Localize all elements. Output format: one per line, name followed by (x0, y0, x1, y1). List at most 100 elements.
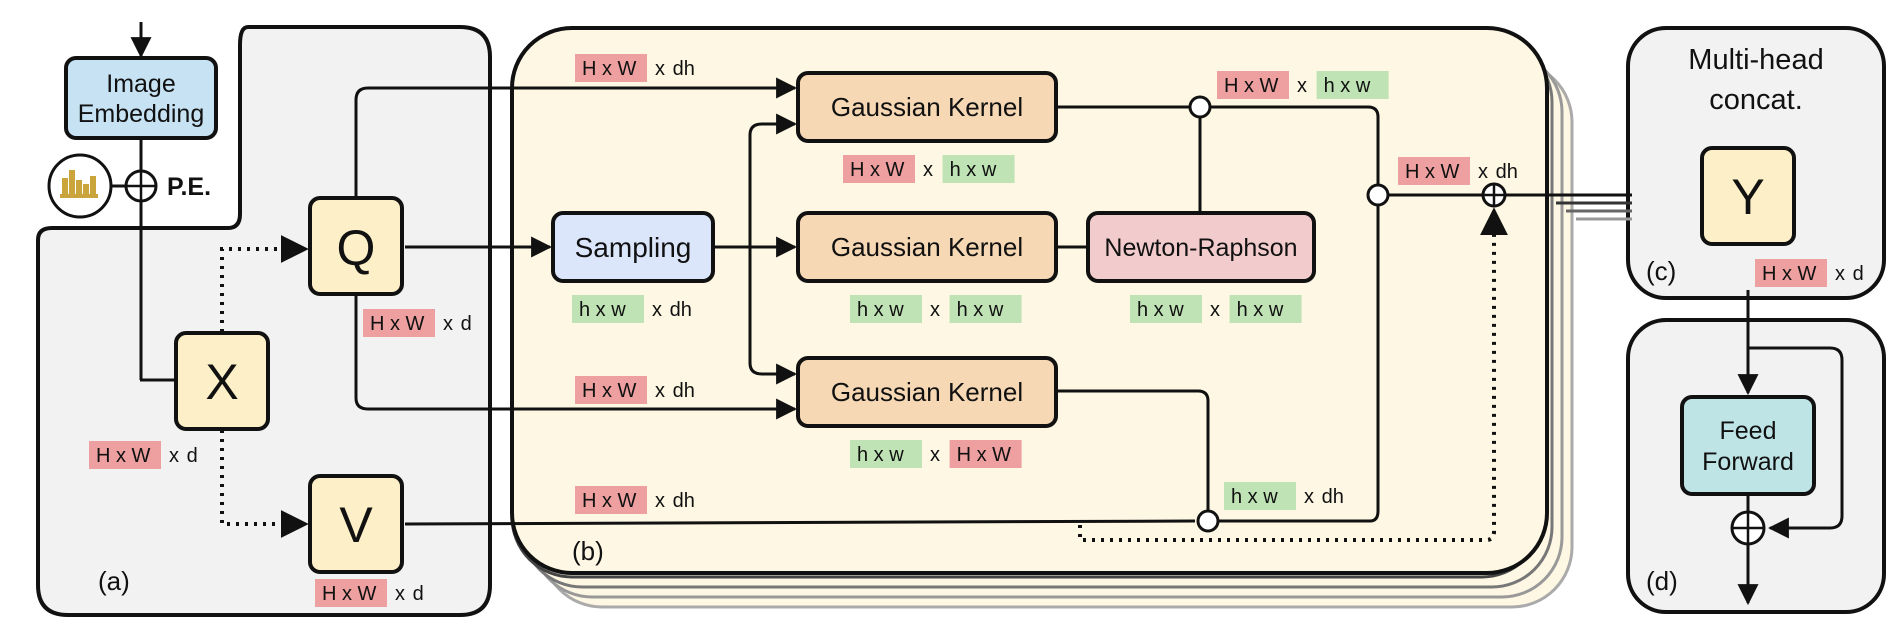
dim-top-junction-b: h x w (1324, 75, 1371, 97)
dim-top-junction-a-highlight (1217, 71, 1289, 99)
sampling-label: Sampling (575, 232, 692, 263)
dim-sampling-out-b: dh (670, 299, 692, 321)
sampling-node (551, 211, 715, 283)
gk-mid-node (796, 211, 1058, 283)
panel-d-label: (d) (1646, 566, 1678, 596)
dim-gk-top-out-b: h x w (950, 159, 997, 181)
dim-q-top-a: H x W (582, 58, 637, 80)
dim-merge-b: dh (1496, 161, 1518, 183)
dim-sampling-out-a-highlight (572, 295, 644, 323)
dim-merge-a: H x W (1405, 161, 1460, 183)
dim-gk-top-out-a-highlight (843, 155, 915, 183)
sampling-to-gk-top-arrow (748, 113, 798, 247)
sampling-to-gk-bot-arrow (748, 247, 798, 385)
dim-newton-out-a: h x w (1137, 299, 1184, 321)
dim-v-line-sep: x (655, 490, 665, 512)
dim-gk-mid-out-a-highlight (850, 295, 922, 323)
gk-bot-node (796, 356, 1058, 428)
panel-b-background (510, 26, 1549, 575)
panel-b-label: (b) (572, 536, 604, 566)
gk-top-node (796, 71, 1058, 143)
gk-bot-to-v-junction-line (1057, 389, 1210, 510)
dim-v-line-a: H x W (582, 490, 637, 512)
dim-newton-out-sep: x (1210, 299, 1220, 321)
dim-merge-sep: x (1478, 161, 1488, 183)
panel-c-label: (c) (1646, 256, 1676, 286)
y-label: Y (1731, 169, 1764, 225)
dim-gk-bot-out-a: h x w (857, 444, 904, 466)
v-label: V (339, 497, 373, 553)
dim-v-line-a-highlight (575, 486, 647, 514)
multihead-label-2: concat. (1709, 84, 1803, 116)
dim-v-out-a-highlight (315, 579, 387, 607)
feedforward-label-1: Feed (1720, 417, 1777, 445)
dim-v-line-b: dh (673, 490, 695, 512)
junction-top (1188, 95, 1212, 119)
multihead-label-1: Multi-head (1688, 44, 1823, 76)
dim-q-bot-sep: x (655, 380, 665, 402)
dim-v-junction-sep: x (1304, 486, 1314, 508)
dim-v-out-b: d (413, 583, 424, 605)
dim-y-out-a-highlight (1755, 259, 1827, 287)
residual-plus-icon (1481, 182, 1507, 208)
image-embedding-label-1: Image (106, 70, 175, 98)
skip-connection-arrow (1748, 346, 1844, 539)
gk-bot-label: Gaussian Kernel (831, 377, 1023, 407)
gk-top-label: Gaussian Kernel (831, 92, 1023, 122)
dim-gk-mid-out-sep: x (930, 299, 940, 321)
dim-y-out-a: H x W (1762, 263, 1817, 285)
gk-mid-label: Gaussian Kernel (831, 232, 1023, 262)
dim-q-bot-b: dh (673, 380, 695, 402)
junction-v (1196, 509, 1220, 533)
dim-sampling-out-a: h x w (579, 299, 626, 321)
dim-gk-top-out-b-highlight (942, 155, 1015, 183)
dim-q-top-a-highlight (575, 54, 647, 82)
dim-newton-out-b-highlight (1229, 295, 1302, 323)
x-node (174, 331, 270, 431)
dim-gk-mid-out-a: h x w (857, 299, 904, 321)
dim-v-out-a: H x W (322, 583, 377, 605)
dim-x-out-sep: x (169, 445, 179, 467)
dim-newton-out-a-highlight (1130, 295, 1202, 323)
dim-gk-bot-out-sep: x (930, 444, 940, 466)
dim-sampling-out-sep: x (652, 299, 662, 321)
dim-gk-mid-out-b: h x w (957, 299, 1004, 321)
x-to-q-dotted-arrow (220, 235, 309, 332)
dim-gk-top-out-sep: x (923, 159, 933, 181)
dim-gk-mid-out-b-highlight (949, 295, 1022, 323)
dim-merge-a-highlight (1398, 157, 1470, 185)
dim-x-out-b: d (187, 445, 198, 467)
junction-right (1366, 183, 1390, 207)
feedforward-node (1680, 395, 1816, 496)
q-node (308, 196, 404, 296)
dim-gk-bot-out-a-highlight (850, 440, 922, 468)
dim-q-out-b: d (461, 313, 472, 335)
pe-label: P.E. (167, 173, 211, 201)
dim-top-junction-b-highlight (1316, 71, 1389, 99)
dim-top-junction-sep: x (1297, 75, 1307, 97)
newton-raphson-label: Newton-Raphson (1104, 234, 1297, 262)
dim-q-out-sep: x (443, 313, 453, 335)
dim-x-out-a-highlight (89, 441, 161, 469)
x-label: X (205, 354, 238, 410)
dim-v-junction-a-highlight (1224, 482, 1296, 510)
ffn-plus-icon (1730, 510, 1766, 546)
dim-v-junction-b: dh (1322, 486, 1344, 508)
image-embedding-box (64, 56, 218, 140)
newton-raphson-node (1086, 211, 1316, 283)
v-junction-to-right-line (1218, 205, 1380, 523)
q-to-gk-bot-arrow (354, 296, 798, 420)
junction-to-right-line (1210, 105, 1380, 186)
y-node (1700, 146, 1796, 246)
panel-a-label: (a) (98, 566, 130, 596)
residual-dotted-arrow (1078, 207, 1508, 542)
pe-plus-icon (124, 169, 158, 203)
feedforward-label-2: Forward (1702, 448, 1794, 476)
dim-q-out-a: H x W (370, 313, 425, 335)
dim-q-bot-a: H x W (582, 380, 637, 402)
dim-gk-bot-out-b-highlight (949, 440, 1022, 468)
dim-q-top-b: dh (673, 58, 695, 80)
dim-gk-bot-out-b: H x W (957, 444, 1012, 466)
